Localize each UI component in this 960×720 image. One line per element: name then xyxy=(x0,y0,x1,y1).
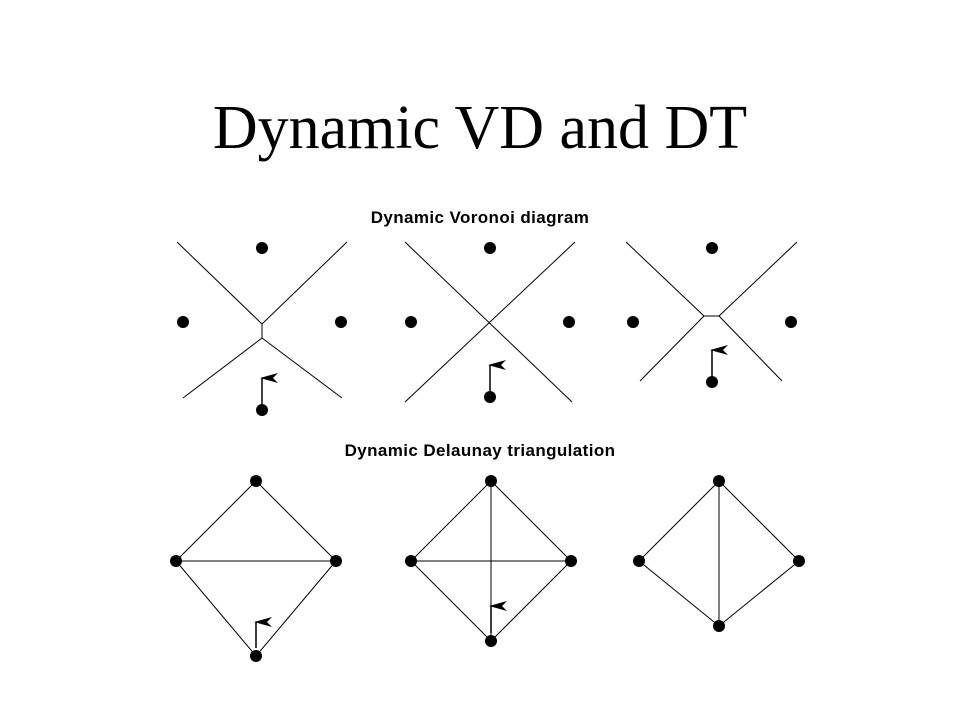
voronoi-edge xyxy=(718,241,798,317)
delaunay-edge xyxy=(175,560,257,657)
voronoi-panel-2 xyxy=(404,241,576,403)
site-bottom-moving xyxy=(484,391,496,403)
delaunay-panel-1-sites xyxy=(170,475,342,662)
delaunay-edge xyxy=(255,560,337,657)
delaunay-panel-3 xyxy=(638,480,800,627)
voronoi-section-label: Dynamic Voronoi diagram xyxy=(370,208,590,227)
delaunay-panel-2-sites xyxy=(405,475,577,647)
site-right xyxy=(563,316,575,328)
site-top xyxy=(250,475,262,487)
site-top xyxy=(713,475,725,487)
delaunay-edge xyxy=(638,480,720,562)
voronoi-edge xyxy=(639,315,705,382)
site-left xyxy=(633,555,645,567)
site-left xyxy=(177,316,189,328)
voronoi-edge xyxy=(261,241,348,325)
delaunay-edge xyxy=(490,560,572,642)
voronoi-panel-3-sites xyxy=(627,242,797,388)
voronoi-edge xyxy=(404,241,576,403)
site-top xyxy=(485,475,497,487)
site-left xyxy=(405,555,417,567)
voronoi-panel-1-sites xyxy=(177,242,347,416)
site-right xyxy=(565,555,577,567)
delaunay-edge xyxy=(638,560,720,627)
site-bottom-moving xyxy=(250,650,262,662)
delaunay-edge xyxy=(175,480,257,562)
delaunay-section-label: Dynamic Delaunay triangulation xyxy=(344,441,616,460)
voronoi-edge xyxy=(182,337,263,399)
site-right xyxy=(335,316,347,328)
voronoi-edge xyxy=(625,241,705,317)
delaunay-panel-1 xyxy=(175,480,337,657)
voronoi-edge xyxy=(718,315,783,382)
site-bottom-moving xyxy=(706,376,718,388)
delaunay-edge xyxy=(410,560,492,642)
delaunay-edge xyxy=(718,560,800,627)
voronoi-panel-1 xyxy=(176,241,348,399)
site-bottom-moving xyxy=(485,635,497,647)
site-bottom xyxy=(713,620,725,632)
voronoi-edge xyxy=(261,337,343,399)
voronoi-panel-2-sites xyxy=(405,242,575,403)
delaunay-edge xyxy=(410,480,492,562)
site-left xyxy=(170,555,182,567)
site-right xyxy=(793,555,805,567)
voronoi-edge xyxy=(176,241,263,325)
site-left xyxy=(405,316,417,328)
delaunay-panel-3-sites xyxy=(633,475,805,632)
site-top xyxy=(706,242,718,254)
site-top xyxy=(256,242,268,254)
delaunay-edge xyxy=(255,480,337,562)
voronoi-panel-3 xyxy=(625,241,798,382)
delaunay-edge xyxy=(490,480,572,562)
site-right xyxy=(785,316,797,328)
site-bottom-moving xyxy=(256,404,268,416)
site-right xyxy=(330,555,342,567)
delaunay-edge xyxy=(718,480,800,562)
slide-title: Dynamic VD and DT xyxy=(212,94,748,162)
site-top xyxy=(484,242,496,254)
site-left xyxy=(627,316,639,328)
voronoi-edge xyxy=(404,241,573,403)
